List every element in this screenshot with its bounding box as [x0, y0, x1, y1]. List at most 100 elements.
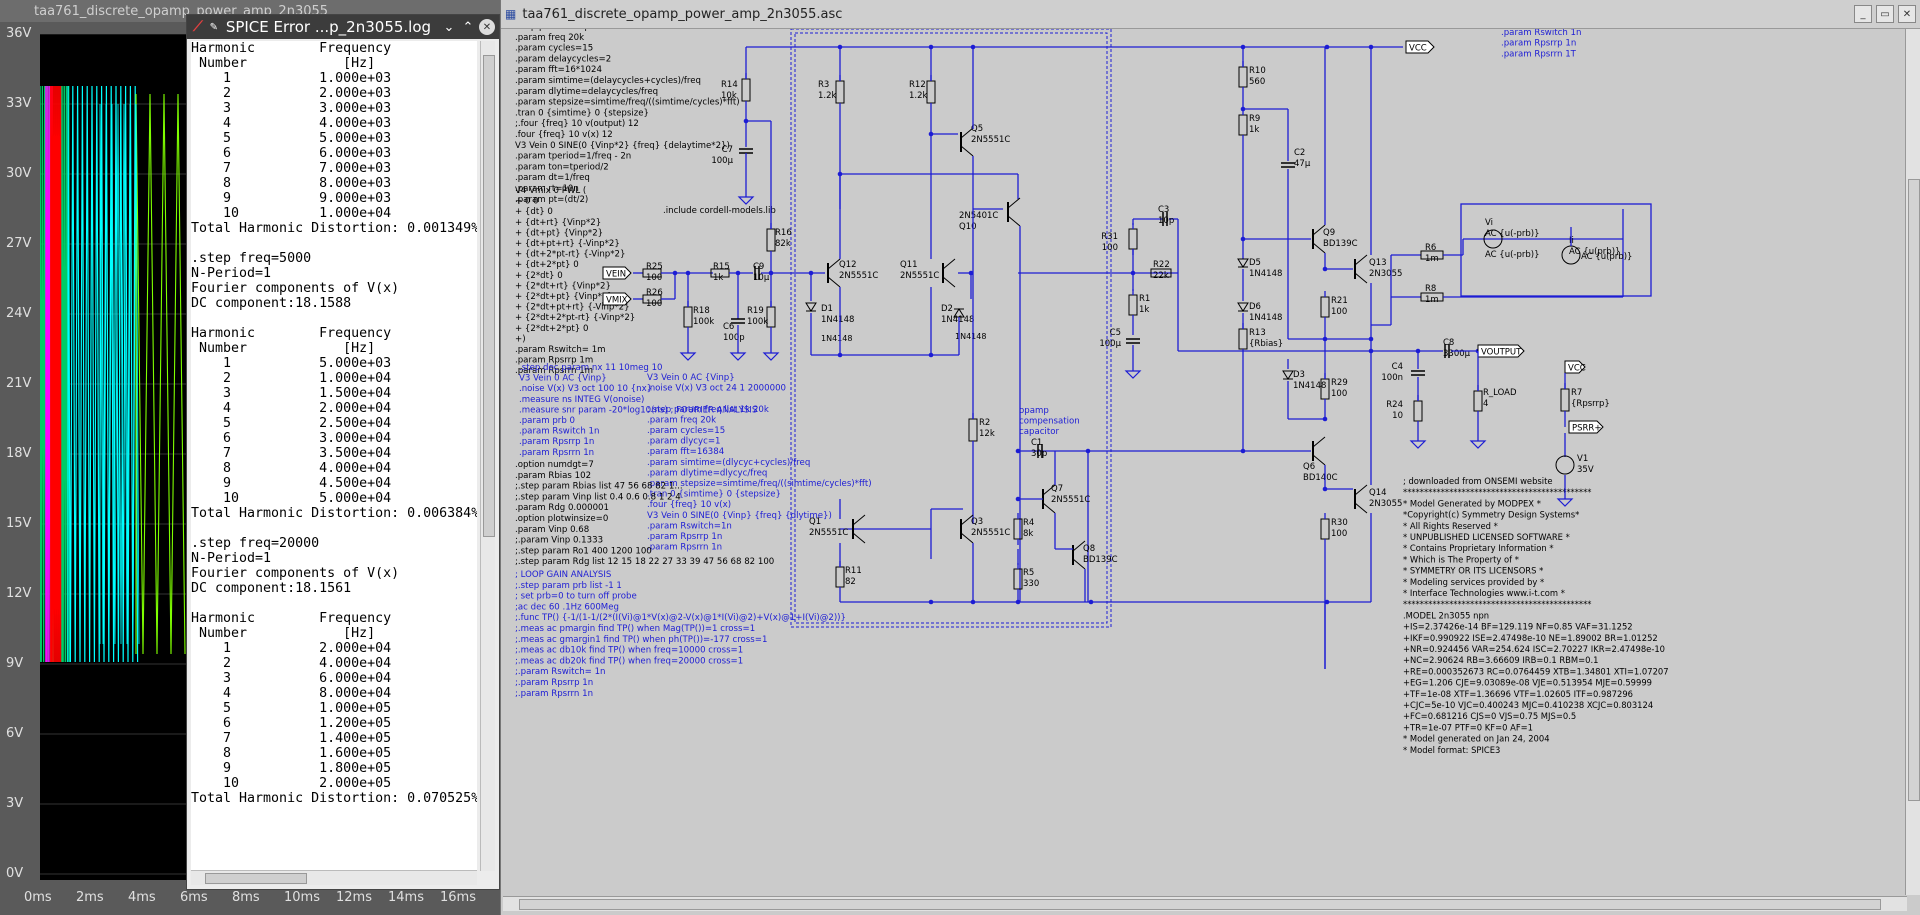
schematic-label: .param cycles=15 — [515, 44, 593, 54]
component-label: Q1 — [809, 517, 821, 527]
component-label: 2N5551C — [971, 528, 1010, 538]
log-line: N-Period=1 — [191, 551, 272, 566]
transistor-q10 — [1007, 215, 1021, 227]
log-line: Harmonic Frequency — [191, 41, 392, 56]
log-line — [191, 311, 477, 326]
log-horizontal-scrollbar[interactable] — [191, 870, 477, 885]
resistor-r12 — [926, 80, 936, 104]
component-label: Vi — [1485, 218, 1493, 228]
component-label: 82k — [775, 239, 791, 249]
schematic-label: ;.step param prb list -1 1 — [515, 581, 622, 591]
schematic-label: ; set prb=0 to turn off probe — [515, 592, 637, 602]
component-label: 1k — [713, 273, 723, 283]
schematic-close-button[interactable]: ✕ — [1898, 5, 1916, 23]
schematic-label: capacitor — [1019, 427, 1059, 437]
component-label: 1m — [1425, 295, 1439, 305]
schematic-label: + {2*dt+rt} {Vinp*2} — [515, 281, 611, 291]
transistor-q12 — [827, 276, 841, 288]
log-text-area[interactable]: Harmonic Frequency Number [Hz] 1 1.000e+… — [191, 41, 477, 871]
close-button[interactable]: ✕ — [479, 19, 495, 35]
schematic-label: .param Rpsrrp 1m — [515, 356, 593, 366]
component-label: 1N4148 — [821, 315, 854, 325]
schematic-label: opamp — [1019, 406, 1049, 416]
component-label: 100k — [747, 317, 768, 327]
schematic-label: + {2*dt+pt} {Vinp*2} — [515, 292, 613, 302]
schematic-label: .tran 0 {simtime} 0 {stepsize} — [515, 108, 649, 118]
component-label: C7 — [722, 145, 733, 155]
spice-log-window: ⟋ ✎ SPICE Error ...p_2n3055.log ⌄ ⌃ ✕ Ha… — [186, 14, 500, 890]
transistor-q13 — [1354, 272, 1368, 284]
transistor-q6 — [1312, 454, 1326, 466]
transistor-q11 — [942, 258, 956, 270]
junction-dot — [1015, 448, 1021, 454]
schematic-vertical-scrollbar[interactable] — [1905, 29, 1920, 895]
component-label: BD139C — [1323, 239, 1358, 249]
component-label: 1k — [1249, 125, 1259, 135]
component-label: R8 — [1425, 284, 1436, 294]
resistor-r3 — [835, 80, 845, 104]
log-vscroll-thumb[interactable] — [483, 55, 495, 537]
schematic-label: * All Rights Reserved * — [1403, 521, 1498, 531]
log-line: Fourier components of V(x) — [191, 566, 400, 581]
component-label: 1N4148 — [1293, 381, 1326, 391]
schematic-hscroll-thumb[interactable] — [519, 899, 1881, 910]
transistor-q5 — [960, 127, 974, 139]
log-line: 3 3.000e+03 — [191, 101, 392, 116]
schematic-label: ;.four {freq} 10 v(output) 12 — [515, 119, 639, 129]
transistor-q8 — [1072, 558, 1086, 570]
schematic-label: .param dlytime=dlycyc/freq — [647, 468, 767, 478]
schematic-label: ;.meas ac gmargin1 find TP() when ph(TP(… — [515, 635, 767, 645]
x-tick-label: 0ms — [24, 890, 52, 905]
component-label: 2N5551C — [809, 528, 848, 538]
schematic-label: .param Rpsrrn 1m — [515, 366, 593, 376]
schematic-vscroll-thumb[interactable] — [1908, 179, 1920, 801]
waveform-plot[interactable] — [39, 33, 195, 880]
schematic-label: + {dt} 0 — [515, 207, 553, 217]
net-label: VCC — [1409, 44, 1427, 54]
component-label: Q3 — [971, 517, 983, 527]
log-titlebar[interactable]: ⟋ ✎ SPICE Error ...p_2n3055.log ⌄ ⌃ ✕ — [187, 15, 499, 39]
schematic-label: ****************************************… — [1403, 599, 1591, 609]
schematic-minimize-button[interactable]: _ — [1854, 5, 1872, 23]
schematic-label: .param Rswitch=1n — [647, 521, 732, 531]
y-tick-label: 9V — [6, 656, 24, 671]
transistor-q13 — [1354, 254, 1368, 266]
log-hscroll-thumb[interactable] — [205, 873, 307, 884]
schematic-restore-button[interactable]: ▭ — [1876, 5, 1894, 23]
component-label: 1N4148 — [1249, 313, 1282, 323]
schematic-canvas[interactable]: .step param freq list 1k 5k 20k 40k 100k… — [503, 29, 1907, 895]
ground-symbol — [737, 196, 755, 205]
component-label: 12k — [979, 429, 995, 439]
schematic-label: .param stepsize=simtime/freq/((simtime/c… — [647, 479, 872, 489]
component-label: 8k — [1023, 529, 1033, 539]
schematic-label: .param Rpsrrn 1n — [647, 543, 722, 553]
schematic-label: *Copyright(c) Symmetry Design Systems* — [1403, 510, 1579, 520]
schematic-label: + {dt+2*pt-rt} {-Vinp*2} — [515, 250, 626, 260]
component-label: V1 — [1577, 454, 1588, 464]
schematic-label: .param tperiod=1/freq - 2n — [515, 152, 631, 162]
component-label: R16 — [775, 228, 792, 238]
schematic-label: +) — [515, 334, 526, 344]
y-tick-label: 36V — [6, 26, 32, 41]
schematic-title: taa761_discrete_opamp_power_amp_2n3055.a… — [522, 6, 843, 22]
log-vertical-scrollbar[interactable] — [480, 41, 495, 871]
minimize-button[interactable]: ⌄ — [443, 19, 455, 35]
component-label: 22k — [1153, 271, 1169, 281]
schematic-horizontal-scrollbar[interactable] — [503, 896, 1907, 911]
schematic-label: .tran 0 {simtime} 0 {stepsize} — [647, 490, 781, 500]
waveform-trace — [50, 85, 63, 663]
log-line: Total Harmonic Distortion: 0.070525% — [191, 791, 477, 806]
component-label: 4 — [1483, 399, 1488, 409]
transistor-q3 — [960, 514, 974, 526]
component-label: Q6 — [1303, 462, 1315, 472]
maximize-button[interactable]: ⌃ — [462, 19, 474, 35]
schematic-titlebar[interactable]: ▦ taa761_discrete_opamp_power_amp_2n3055… — [501, 0, 1920, 29]
component-label: R3 — [818, 80, 829, 90]
schematic-label: * Model generated on Jan 24, 2004 — [1403, 734, 1550, 744]
component-label: R26 — [646, 288, 663, 298]
transistor-q11 — [942, 276, 956, 288]
schematic-label: .option plotwinsize=0 — [515, 514, 608, 524]
log-line: DC component:18.1561 — [191, 581, 352, 596]
component-label: D5 — [1249, 258, 1261, 268]
pin-icon[interactable]: ✎ — [209, 21, 218, 33]
